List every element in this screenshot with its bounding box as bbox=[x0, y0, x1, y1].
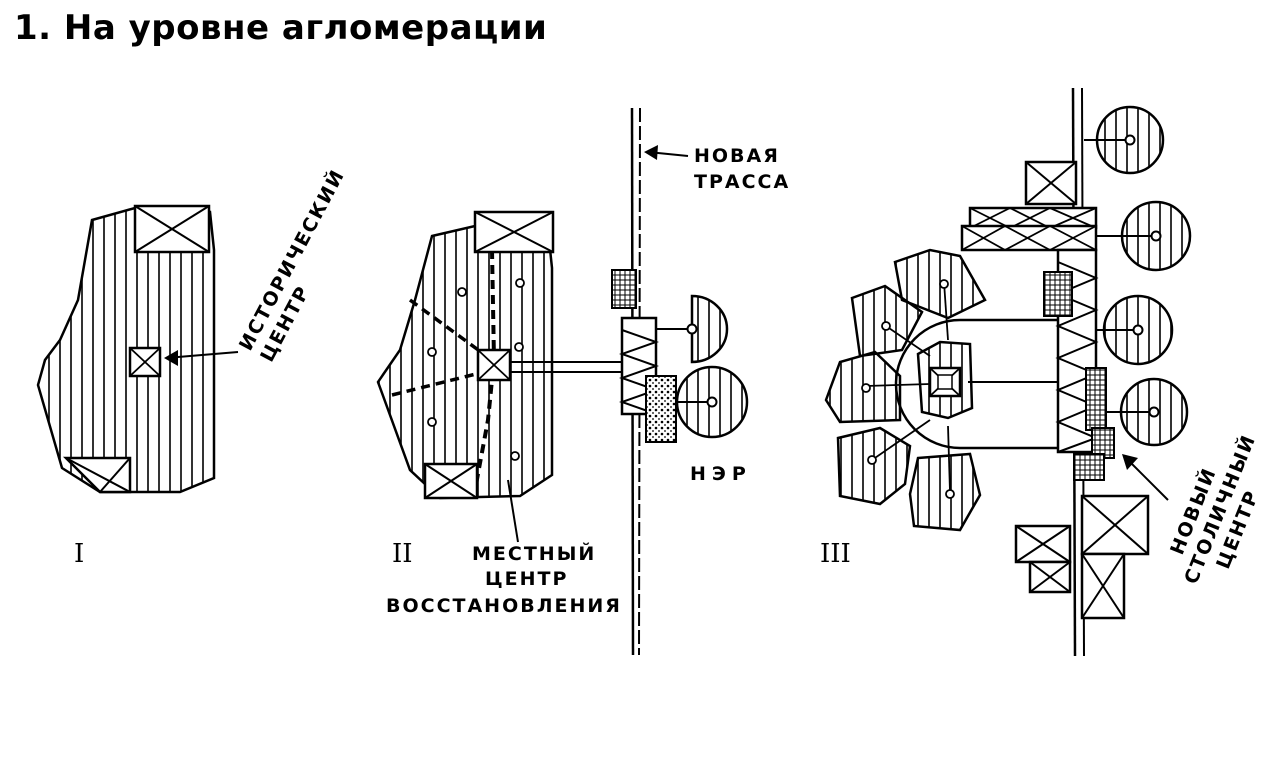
satellite-half-circle bbox=[656, 294, 729, 364]
local-node-dots bbox=[427, 278, 525, 461]
label-local-center-line1: МЕСТНЫЙ bbox=[472, 542, 596, 565]
grid-block bbox=[1073, 453, 1105, 481]
stage-label-two: II bbox=[392, 539, 413, 569]
central-district bbox=[916, 340, 974, 420]
satellite-circle bbox=[675, 365, 749, 439]
grid-block bbox=[1043, 271, 1073, 317]
satellite-circle bbox=[1106, 377, 1189, 447]
stage-three: НОВЫЙ СТОЛИЧНЫЙ ЦЕНТР III bbox=[820, 87, 1280, 657]
label-new-route-line2: ТРАССА bbox=[694, 171, 790, 193]
crossed-block-wide bbox=[960, 224, 1098, 252]
page-title: 1. На уровне агломерации bbox=[14, 8, 548, 48]
label-local-center: МЕСТНЫЙ ЦЕНТР ВОССТАНОВЛЕНИЯ bbox=[386, 542, 622, 617]
satellite-circle bbox=[1084, 105, 1165, 175]
crossed-block bbox=[473, 210, 555, 254]
crossed-block bbox=[133, 204, 211, 254]
crossed-block bbox=[1080, 552, 1126, 620]
crossed-block bbox=[1028, 560, 1072, 594]
stage-two: МЕСТНЫЙ ЦЕНТР ВОССТАНОВЛЕНИЯ II НОВАЯ ТР… bbox=[376, 107, 790, 656]
stage-label-one: I bbox=[74, 539, 84, 569]
stage-one: ИСТОРИЧЕСКИЙ ЦЕНТР I bbox=[36, 157, 375, 569]
label-ner: НЭР bbox=[690, 463, 752, 485]
historic-center-marker bbox=[128, 346, 162, 378]
grid-block bbox=[611, 269, 637, 309]
label-local-center-line3: ВОССТАНОВЛЕНИЯ bbox=[386, 595, 622, 617]
satellite-circle bbox=[1096, 200, 1192, 272]
satellite-circle bbox=[1096, 294, 1174, 366]
crossed-block bbox=[1024, 160, 1078, 206]
crossed-block-wide bbox=[968, 206, 1098, 230]
label-new-capital-center: НОВЫЙ СТОЛИЧНЫЙ ЦЕНТР bbox=[1157, 414, 1280, 597]
local-recovery-center-marker bbox=[476, 348, 512, 382]
crossed-block bbox=[1014, 524, 1072, 564]
arrow-head bbox=[164, 350, 178, 366]
crossed-block bbox=[1080, 494, 1150, 556]
sector-district bbox=[908, 425, 982, 532]
district-boundary bbox=[473, 249, 497, 491]
arrow-to-capital-center bbox=[1125, 457, 1169, 501]
sector-district bbox=[836, 419, 931, 506]
arrow-head bbox=[644, 145, 658, 160]
label-new-route-line1: НОВАЯ bbox=[694, 145, 780, 167]
label-local-center-line2: ЦЕНТР bbox=[485, 568, 568, 590]
district-boundary bbox=[408, 298, 494, 362]
label-historic-center: ИСТОРИЧЕСКИЙ ЦЕНТР bbox=[234, 157, 375, 365]
label-new-route: НОВАЯ ТРАССА bbox=[694, 145, 790, 193]
dotted-block bbox=[645, 375, 677, 443]
arrow-head bbox=[1122, 454, 1138, 470]
crossed-block bbox=[62, 456, 132, 494]
stage-label-three: III bbox=[820, 539, 851, 569]
grid-block bbox=[1085, 367, 1107, 431]
district-boundary bbox=[391, 368, 493, 397]
crossed-block bbox=[423, 462, 479, 500]
sector-district bbox=[824, 350, 931, 424]
pointer-local-center bbox=[507, 479, 519, 543]
